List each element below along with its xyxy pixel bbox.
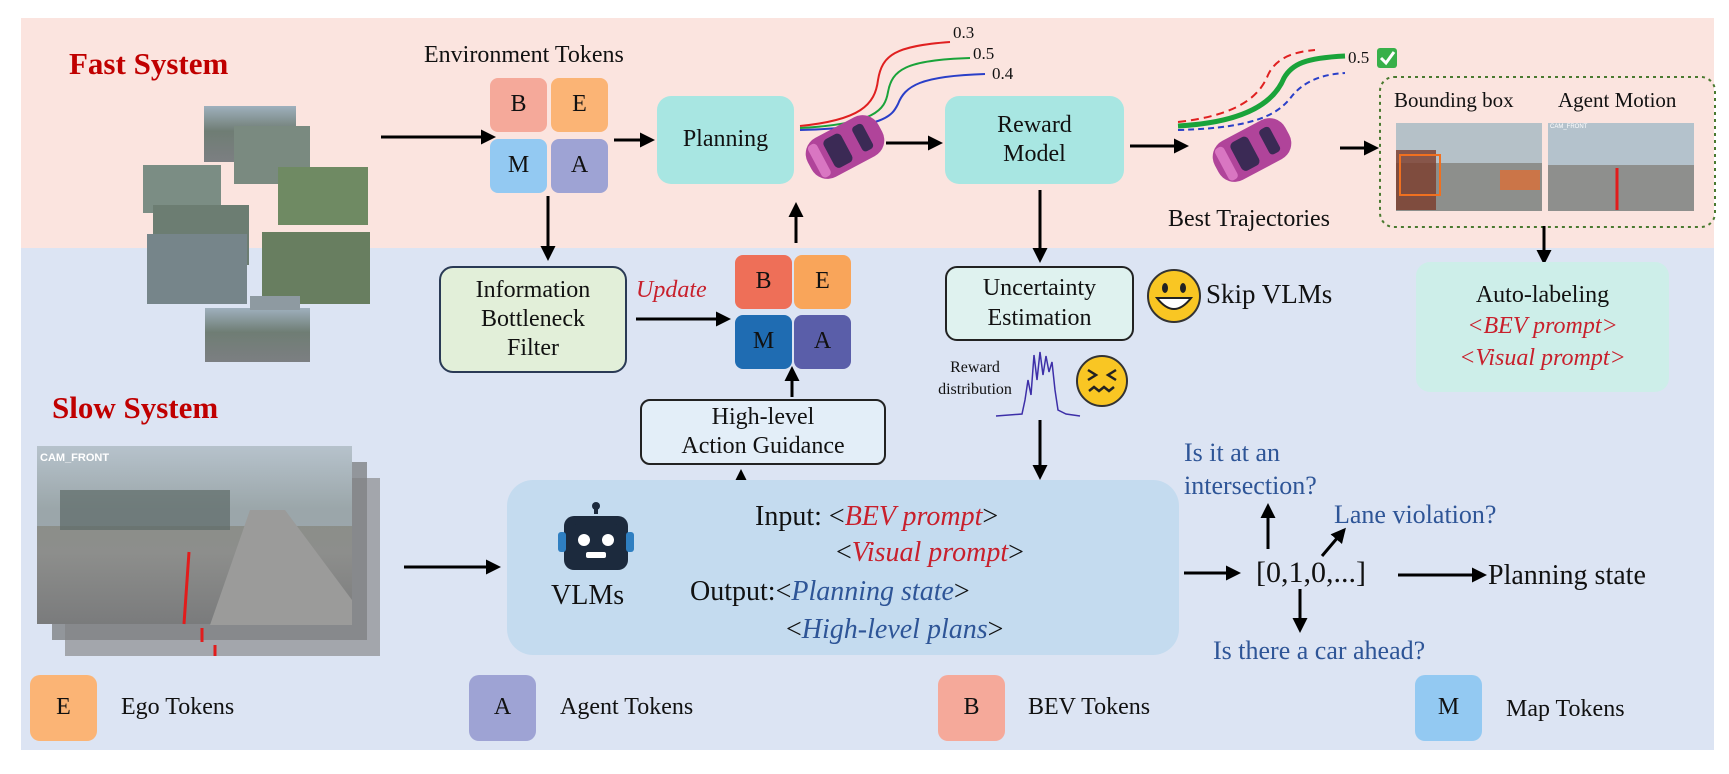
- question-car-ahead: Is there a car ahead?: [1213, 636, 1426, 665]
- vlm-label: VLMs: [551, 580, 625, 611]
- agent-motion-image: [1548, 123, 1694, 211]
- legend-bev-label: BEV Tokens: [1028, 694, 1151, 720]
- agent-token: A: [551, 139, 608, 193]
- information-bottleneck-filter-box: Information Bottleneck Filter: [439, 266, 627, 373]
- input-visual-prompt: Visual prompt: [851, 537, 1009, 568]
- score-green: 0.5: [973, 44, 995, 63]
- ib-filter-line1: Information: [475, 276, 591, 303]
- car-icon: [805, 115, 885, 179]
- question-intersection-line2: intersection?: [1184, 470, 1317, 500]
- legend-ego-swatch: E: [30, 675, 97, 741]
- legend-map-label: Map Tokens: [1506, 696, 1625, 722]
- reward-model-line2: Model: [1003, 141, 1066, 167]
- uncertainty-line2: Estimation: [987, 304, 1092, 331]
- worried-face-icon: [1076, 355, 1128, 407]
- legend-agent-swatch: A: [469, 675, 536, 741]
- output-high-level-plans: High-level plans: [801, 614, 988, 645]
- best-trajectories-label: Best Trajectories: [1168, 206, 1330, 232]
- bounding-box-image: [1396, 123, 1542, 211]
- auto-labeling-bev-prompt: <BEV prompt>: [1467, 313, 1618, 340]
- fast-system-title: Fast System: [69, 46, 229, 81]
- camera-stack: [37, 446, 380, 656]
- planning-box: Planning: [657, 96, 794, 184]
- update-label: Update: [636, 277, 707, 303]
- ib-filter-line3: Filter: [507, 335, 559, 362]
- score-blue: 0.4: [992, 64, 1014, 83]
- reward-distribution-label: Reward distribution: [930, 357, 1020, 400]
- question-intersection: Is it at an intersection?: [1184, 437, 1317, 502]
- question-lane-violation: Lane violation?: [1334, 500, 1497, 529]
- vlm-output-line2: <High-level plans>: [786, 614, 1004, 645]
- reward-model-line1: Reward: [997, 111, 1072, 138]
- reward-distribution-line1: Reward: [950, 359, 1000, 376]
- ib-filter-line2: Bottleneck: [481, 305, 585, 332]
- reward-distribution-plot: [995, 351, 1081, 417]
- vlm-output-line1: Output:<Planning state>: [690, 576, 970, 607]
- bev-token: B: [490, 78, 547, 132]
- check-icon: [1377, 48, 1397, 68]
- best-trajectories-curves: [1177, 49, 1346, 131]
- input-bev-prompt: BEV prompt: [844, 501, 983, 532]
- guidance-line1: High-level: [711, 403, 815, 430]
- reward-distribution-line2: distribution: [938, 380, 1012, 398]
- vlm-input-line1: Input: <BEV prompt>: [755, 501, 999, 532]
- score-red: 0.3: [953, 23, 975, 42]
- vlm-input-line2: <Visual prompt>: [836, 537, 1024, 568]
- updated-bev-token: B: [735, 255, 792, 309]
- high-level-action-guidance-box: High-level Action Guidance: [640, 399, 886, 465]
- camera-label: CAM_FRONT: [40, 452, 110, 464]
- uncertainty-estimation-box: Uncertainty Estimation: [945, 266, 1134, 341]
- legend-ego-label: Ego Tokens: [121, 694, 235, 720]
- legend-bev-swatch: B: [938, 675, 1005, 741]
- reward-model-box: Reward Model: [945, 96, 1124, 184]
- output-prefix: Output:: [690, 576, 776, 607]
- agent-motion-thumb-caption: CAM_FRONT: [1550, 124, 1588, 130]
- ego-token: E: [551, 78, 608, 132]
- camera-collage-images: [143, 106, 370, 362]
- score-best: 0.5: [1348, 48, 1370, 67]
- updated-map-token: M: [735, 315, 792, 369]
- robot-icon: [558, 502, 634, 570]
- auto-labeling-box: Auto-labeling <BEV prompt> <Visual promp…: [1416, 262, 1669, 392]
- legend-agent-label: Agent Tokens: [560, 694, 694, 720]
- auto-labeling-visual-prompt: <Visual prompt>: [1459, 344, 1626, 371]
- map-token: M: [490, 139, 547, 193]
- skip-vlms-label: Skip VLMs: [1206, 279, 1333, 309]
- agent-motion-label: Agent Motion: [1558, 88, 1677, 112]
- input-prefix: Input:: [755, 501, 829, 532]
- question-intersection-line1: Is it at an: [1184, 438, 1281, 467]
- environment-tokens-label: Environment Tokens: [424, 42, 624, 68]
- legend-map-swatch: M: [1415, 675, 1482, 741]
- auto-label-dotted-frame: [1379, 76, 1716, 228]
- state-vector: [0,1,0,...]: [1256, 556, 1366, 589]
- bounding-box-label: Bounding box: [1394, 88, 1514, 112]
- planning-state-label: Planning state: [1488, 560, 1646, 591]
- uncertainty-line1: Uncertainty: [982, 275, 1097, 302]
- updated-agent-token: A: [794, 315, 851, 369]
- slow-system-title: Slow System: [52, 390, 219, 425]
- guidance-line2: Action Guidance: [681, 433, 845, 459]
- smiley-face-icon: [1147, 269, 1201, 323]
- auto-labeling-title: Auto-labeling: [1475, 282, 1610, 309]
- updated-ego-token: E: [794, 255, 851, 309]
- car-icon: [1212, 118, 1292, 182]
- output-planning-state: Planning state: [791, 576, 954, 607]
